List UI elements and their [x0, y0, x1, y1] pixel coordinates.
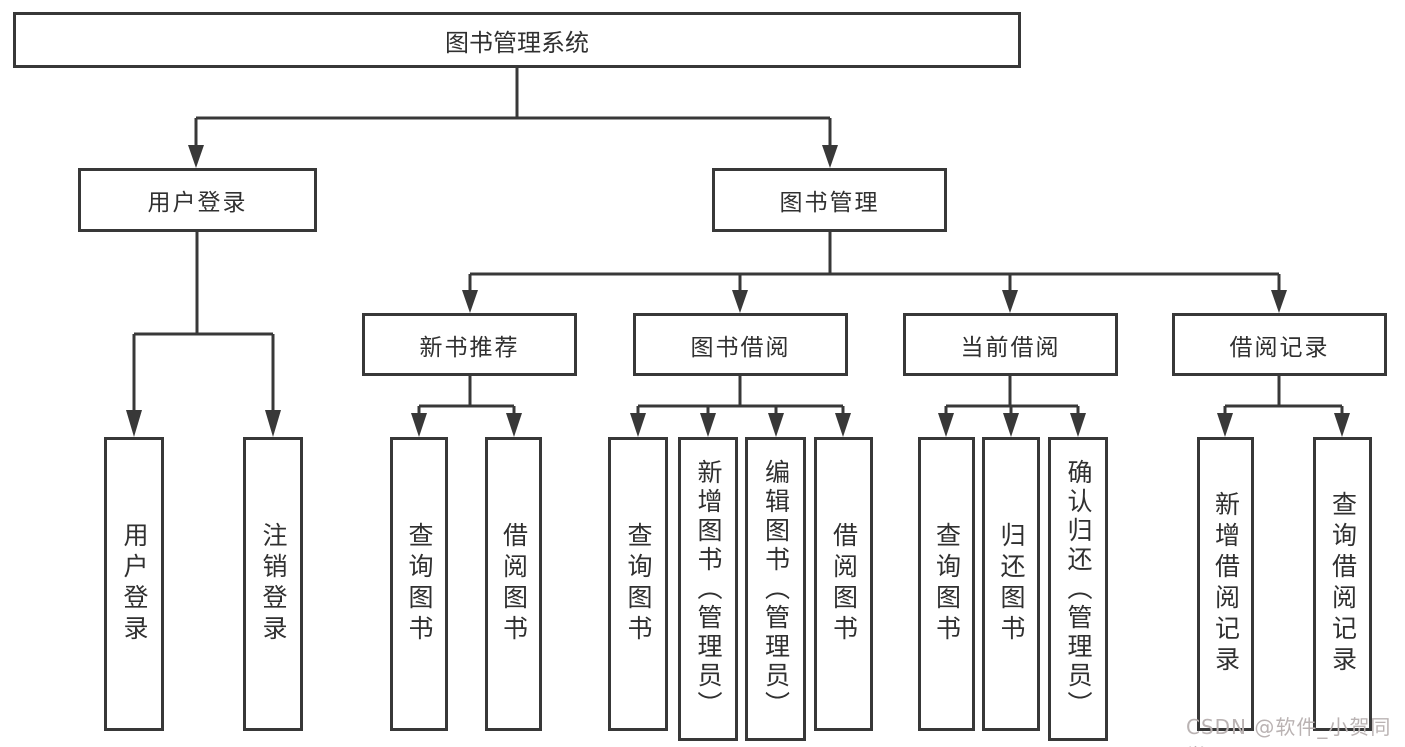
leaf-query-borrow-record: 查询借阅记录 [1313, 437, 1372, 731]
leaf-confirm-return-admin: 确认归还（管理员） [1048, 437, 1108, 741]
leaf-query-books-borrowing: 查询图书 [608, 437, 668, 731]
leaf-query-books-current: 查询图书 [918, 437, 975, 731]
leaf-borrow-books-borrowing: 借阅图书 [814, 437, 873, 731]
csdn-watermark: CSDN @软件_小贺同学 [1186, 715, 1392, 747]
leaf-add-borrow-record: 新增借阅记录 [1197, 437, 1254, 731]
leaf-query-books-recommend: 查询图书 [390, 437, 448, 731]
node-user-login: 用户登录 [78, 168, 317, 232]
node-book-management: 图书管理 [712, 168, 947, 232]
leaf-borrow-books-recommend: 借阅图书 [485, 437, 542, 731]
leaf-add-books-admin: 新增图书（管理员） [678, 437, 738, 741]
node-new-book-recommend: 新书推荐 [362, 313, 577, 376]
node-current-borrowing: 当前借阅 [903, 313, 1118, 376]
leaf-return-books: 归还图书 [982, 437, 1040, 731]
node-book-borrowing: 图书借阅 [633, 313, 848, 376]
node-borrow-records: 借阅记录 [1172, 313, 1387, 376]
leaf-edit-books-admin: 编辑图书（管理员） [745, 437, 806, 741]
leaf-logout: 注销登录 [243, 437, 303, 731]
leaf-user-login: 用户登录 [104, 437, 164, 731]
arrow-down-icons [126, 145, 1350, 437]
root-node-library-system: 图书管理系统 [13, 12, 1021, 68]
